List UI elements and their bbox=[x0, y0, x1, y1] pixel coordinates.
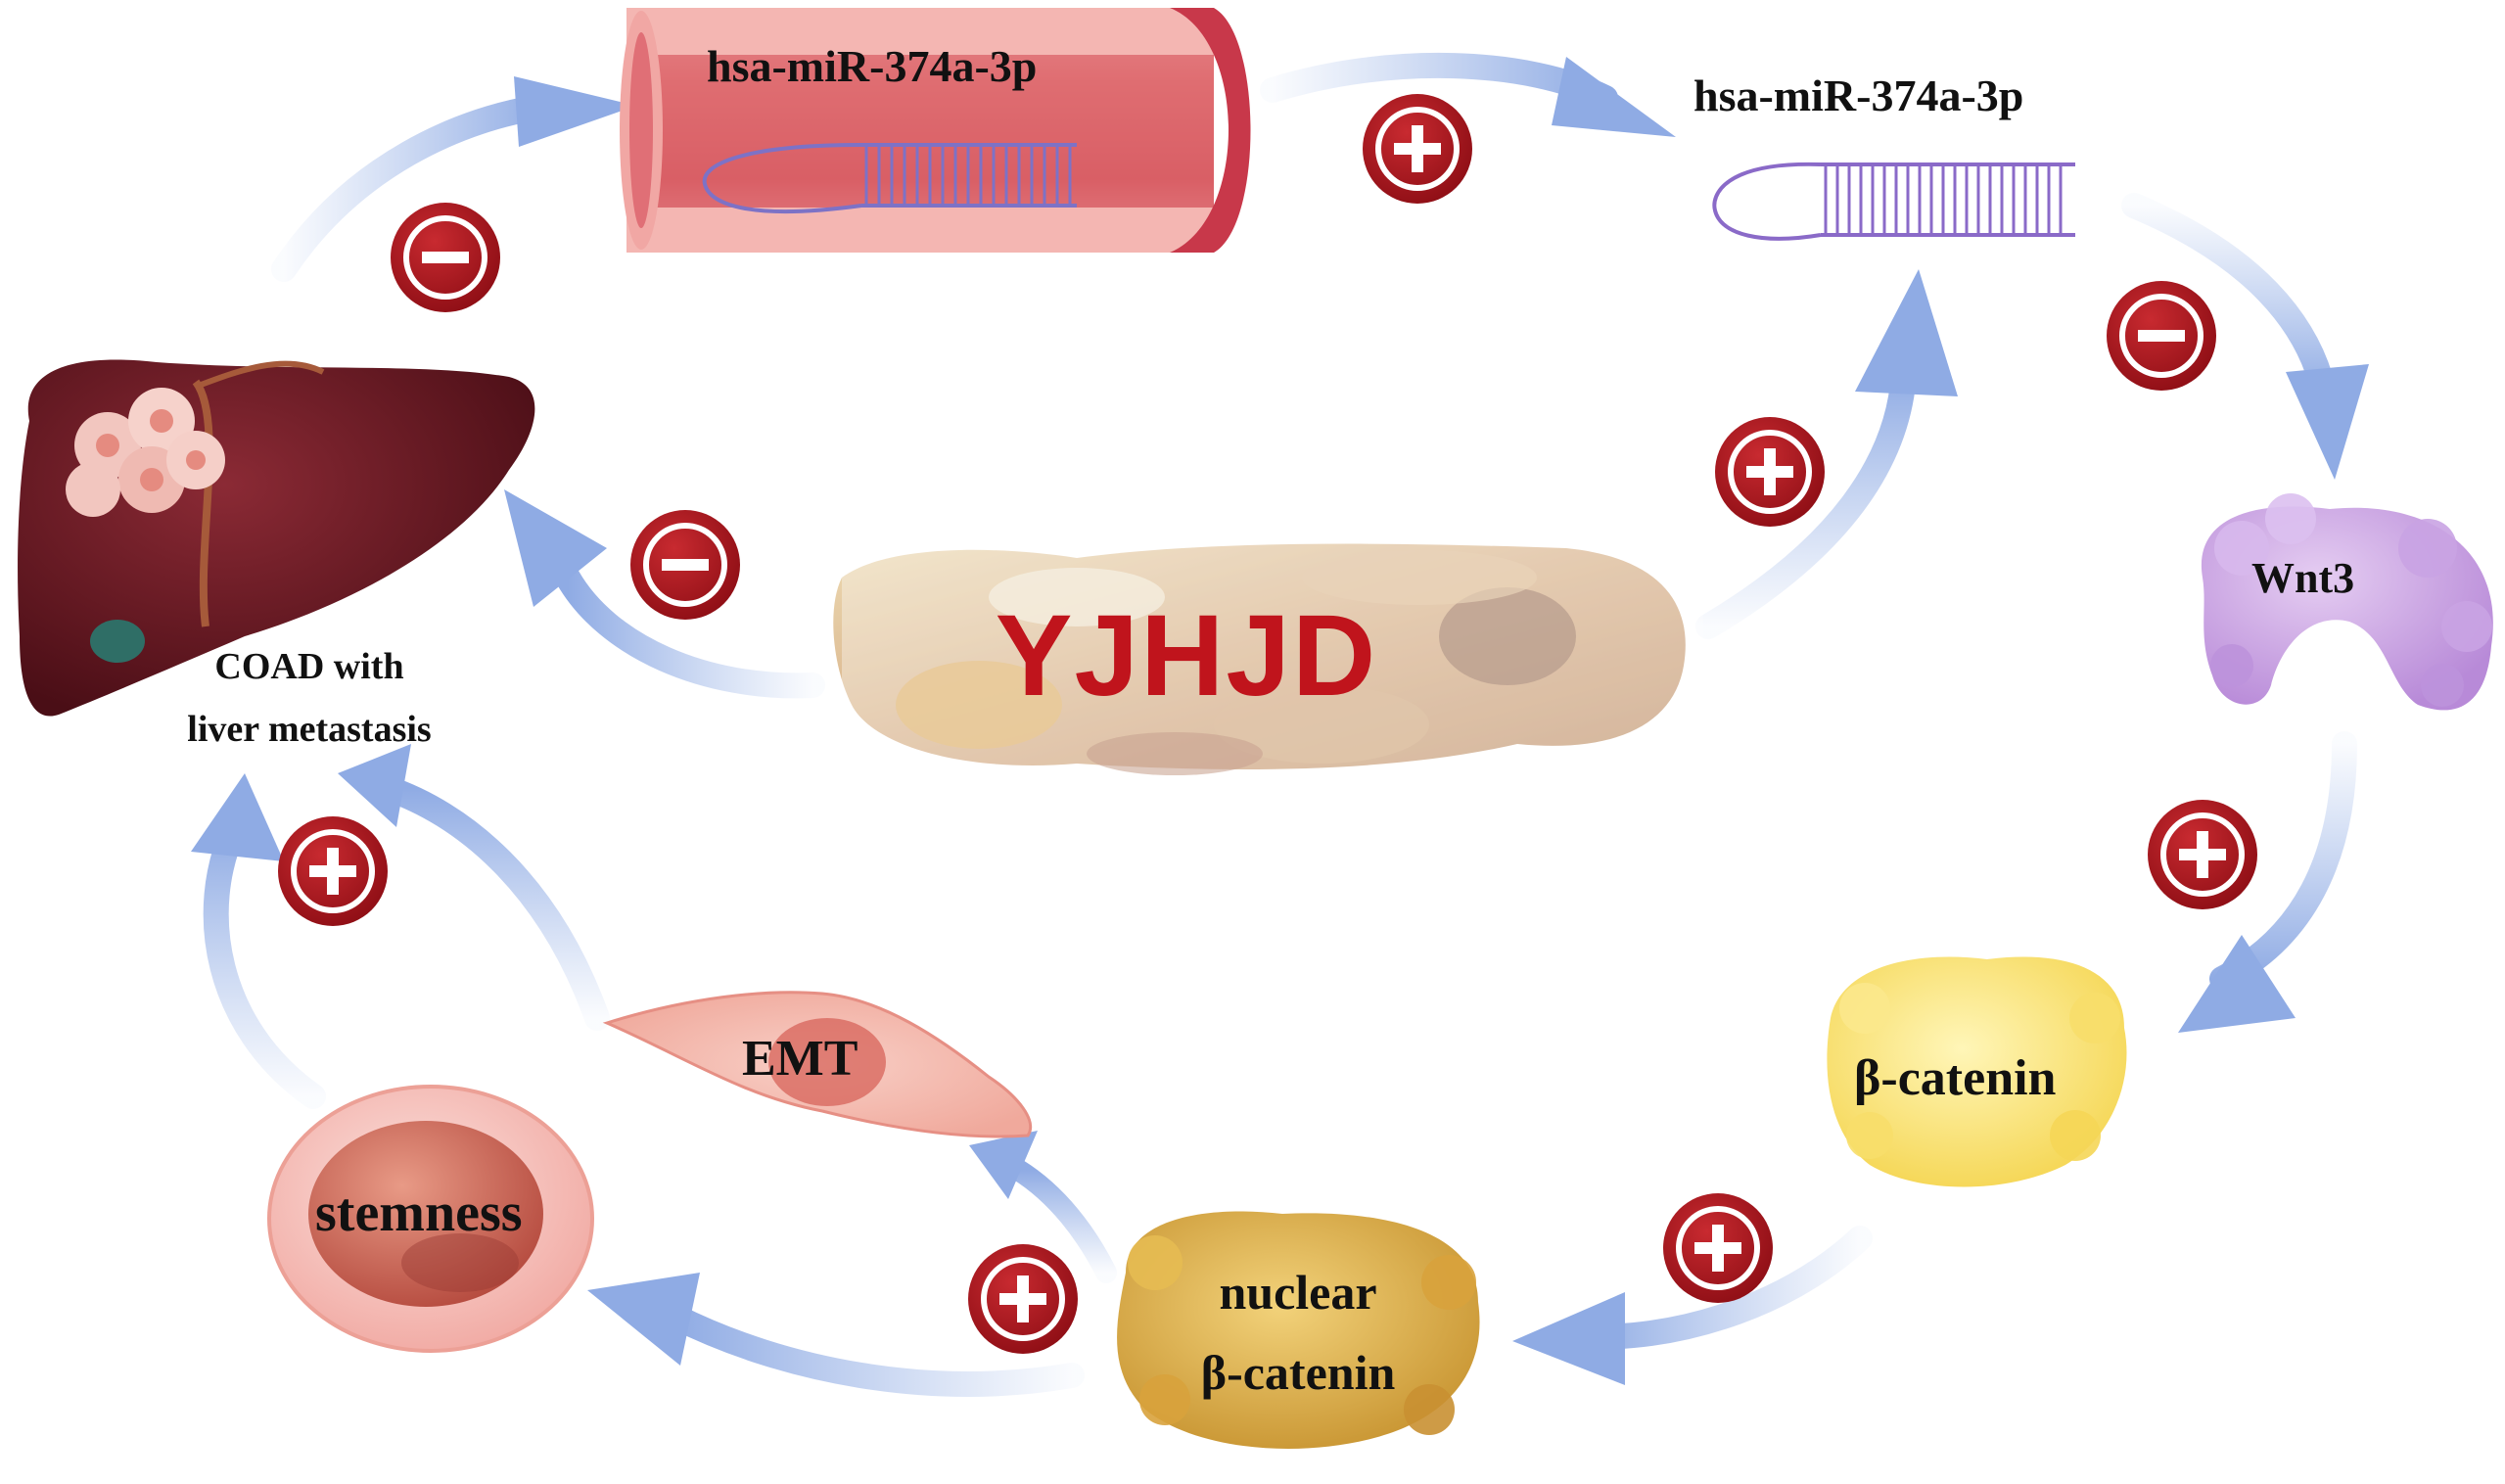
plus-sign-icon bbox=[968, 1244, 1078, 1354]
liver-illustration bbox=[18, 359, 535, 717]
blood-vessel bbox=[620, 8, 1251, 253]
arrow-herbs-to-mirna bbox=[1695, 359, 1917, 639]
arrow-liver-to-vessel-head bbox=[514, 76, 636, 147]
stemness-cell-icon bbox=[267, 1085, 594, 1353]
arrow-mirna-to-wnt3-head bbox=[2286, 364, 2369, 480]
arrow-herbs-to-liver-head bbox=[504, 489, 607, 607]
arrow-stemness-to-liver bbox=[203, 814, 326, 1109]
arrow-nuclear-to-emt bbox=[1007, 1159, 1117, 1283]
minus-sign-icon bbox=[630, 510, 740, 620]
arrow-vessel-to-mirna bbox=[1260, 52, 1618, 111]
vessel-hairpin-rungs bbox=[864, 145, 1072, 206]
nuclear-label-line2: β-catenin bbox=[1200, 1345, 1396, 1400]
arrow-wnt3-to-beta-head bbox=[2178, 935, 2296, 1033]
plus-sign-icon bbox=[1715, 417, 1825, 527]
vessel-hairpin-icon bbox=[702, 143, 862, 214]
arrow-beta-to-nuclear-head bbox=[1512, 1292, 1625, 1385]
arrow-vessel-to-mirna-head bbox=[1552, 57, 1676, 137]
arrow-mirna-to-wnt3 bbox=[2121, 193, 2338, 409]
liver-label-line2: liver metastasis bbox=[187, 709, 432, 750]
mirna-hairpin-rungs bbox=[1824, 164, 2063, 235]
liver-label-line1: COAD with bbox=[214, 646, 404, 687]
regulation-signs bbox=[278, 94, 2257, 1354]
stemness-label: stemness bbox=[315, 1183, 523, 1243]
nuclear-label-line1: nuclear bbox=[1219, 1265, 1377, 1320]
beta-catenin-label: β-catenin bbox=[1854, 1050, 2057, 1106]
emt-cell-icon bbox=[602, 991, 1033, 1138]
plus-sign-icon bbox=[1663, 1193, 1773, 1303]
arrow-herbs-to-mirna-head bbox=[1855, 269, 1958, 396]
vessel-mirna-label: hsa-miR-374a-3p bbox=[707, 41, 1038, 91]
wnt3-label: Wnt3 bbox=[2251, 554, 2355, 602]
arrow-nuclear-to-stemness-head bbox=[587, 1273, 700, 1366]
herbs-illustration bbox=[833, 529, 1703, 783]
minus-sign-icon bbox=[391, 203, 500, 312]
tumor-cluster-icon bbox=[66, 388, 225, 517]
arrow-emt-to-liver bbox=[374, 775, 610, 1031]
arrows bbox=[191, 52, 2369, 1397]
arrow-nuclear-to-stemness bbox=[663, 1304, 1085, 1397]
arrow-nuclear-to-emt-head bbox=[969, 1131, 1038, 1199]
minus-sign-icon bbox=[2107, 281, 2216, 391]
beta-catenin-protein-icon bbox=[1827, 956, 2127, 1187]
plus-sign-icon bbox=[2148, 800, 2257, 909]
emt-label: EMT bbox=[742, 1031, 858, 1087]
plus-sign-icon bbox=[1363, 94, 1472, 204]
mirna-label: hsa-miR-374a-3p bbox=[1693, 70, 2024, 120]
wnt3-protein-icon bbox=[2201, 493, 2493, 711]
nuclear-beta-catenin-protein-icon bbox=[1117, 1211, 1480, 1449]
yjhjd-label: YJHJD bbox=[995, 591, 1378, 720]
plus-sign-icon bbox=[278, 816, 388, 926]
arrow-liver-to-vessel bbox=[271, 93, 561, 282]
arrow-herbs-to-liver bbox=[555, 565, 825, 699]
arrow-stemness-to-liver-head bbox=[191, 773, 284, 861]
arrow-emt-to-liver-head bbox=[338, 744, 411, 827]
mirna-hairpin-icon bbox=[1712, 162, 2075, 241]
